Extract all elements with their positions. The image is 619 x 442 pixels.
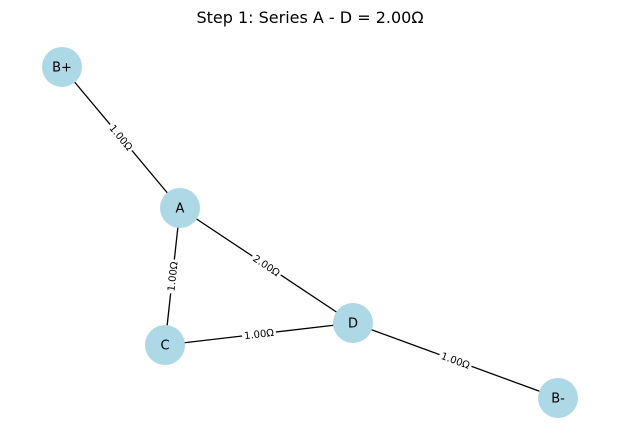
node-label: A — [176, 202, 185, 217]
edge-bplus-a: 1.00Ω — [61, 66, 181, 209]
node-bminus: B- — [538, 378, 578, 418]
edge-label-group: 1.00Ω — [163, 258, 182, 295]
edge-label-background — [163, 258, 182, 295]
node-circle — [145, 325, 185, 365]
edges-layer: 1.00Ω 1.00Ω 2.00Ω 1.00Ω 1.00Ω — [61, 66, 559, 399]
edge-label-background — [104, 119, 138, 156]
node-label: D — [348, 317, 358, 332]
edge-label: 1.00Ω — [166, 261, 180, 292]
edge-d-bminus: 1.00Ω — [352, 322, 559, 399]
node-circle — [538, 378, 578, 418]
edge-label-group: 1.00Ω — [241, 325, 277, 343]
nodes-layer: B+ A C D B- — [42, 47, 578, 418]
node-label: B+ — [52, 61, 72, 76]
node-circle — [42, 47, 82, 87]
node-d: D — [333, 303, 373, 343]
node-label: C — [160, 339, 169, 354]
node-c: C — [145, 325, 185, 365]
edge-label: 1.00Ω — [244, 328, 275, 342]
edge-label-group: 1.00Ω — [437, 348, 474, 373]
edge-label-background — [437, 348, 474, 373]
edge-label-group: 2.00Ω — [248, 250, 285, 281]
node-label: B- — [551, 392, 565, 407]
node-circle — [160, 188, 200, 228]
node-bplus: B+ — [42, 47, 82, 87]
edge-label-background — [248, 250, 285, 281]
edge-a-d: 2.00Ω — [179, 207, 354, 324]
diagram-title: Step 1: Series A - D = 2.00Ω — [196, 8, 423, 27]
node-a: A — [160, 188, 200, 228]
edge-label-group: 1.00Ω — [104, 119, 138, 156]
edge-c-d: 1.00Ω — [164, 322, 354, 346]
edge-a-c: 1.00Ω — [163, 207, 182, 346]
node-circle — [333, 303, 373, 343]
edge-label-background — [241, 325, 277, 343]
